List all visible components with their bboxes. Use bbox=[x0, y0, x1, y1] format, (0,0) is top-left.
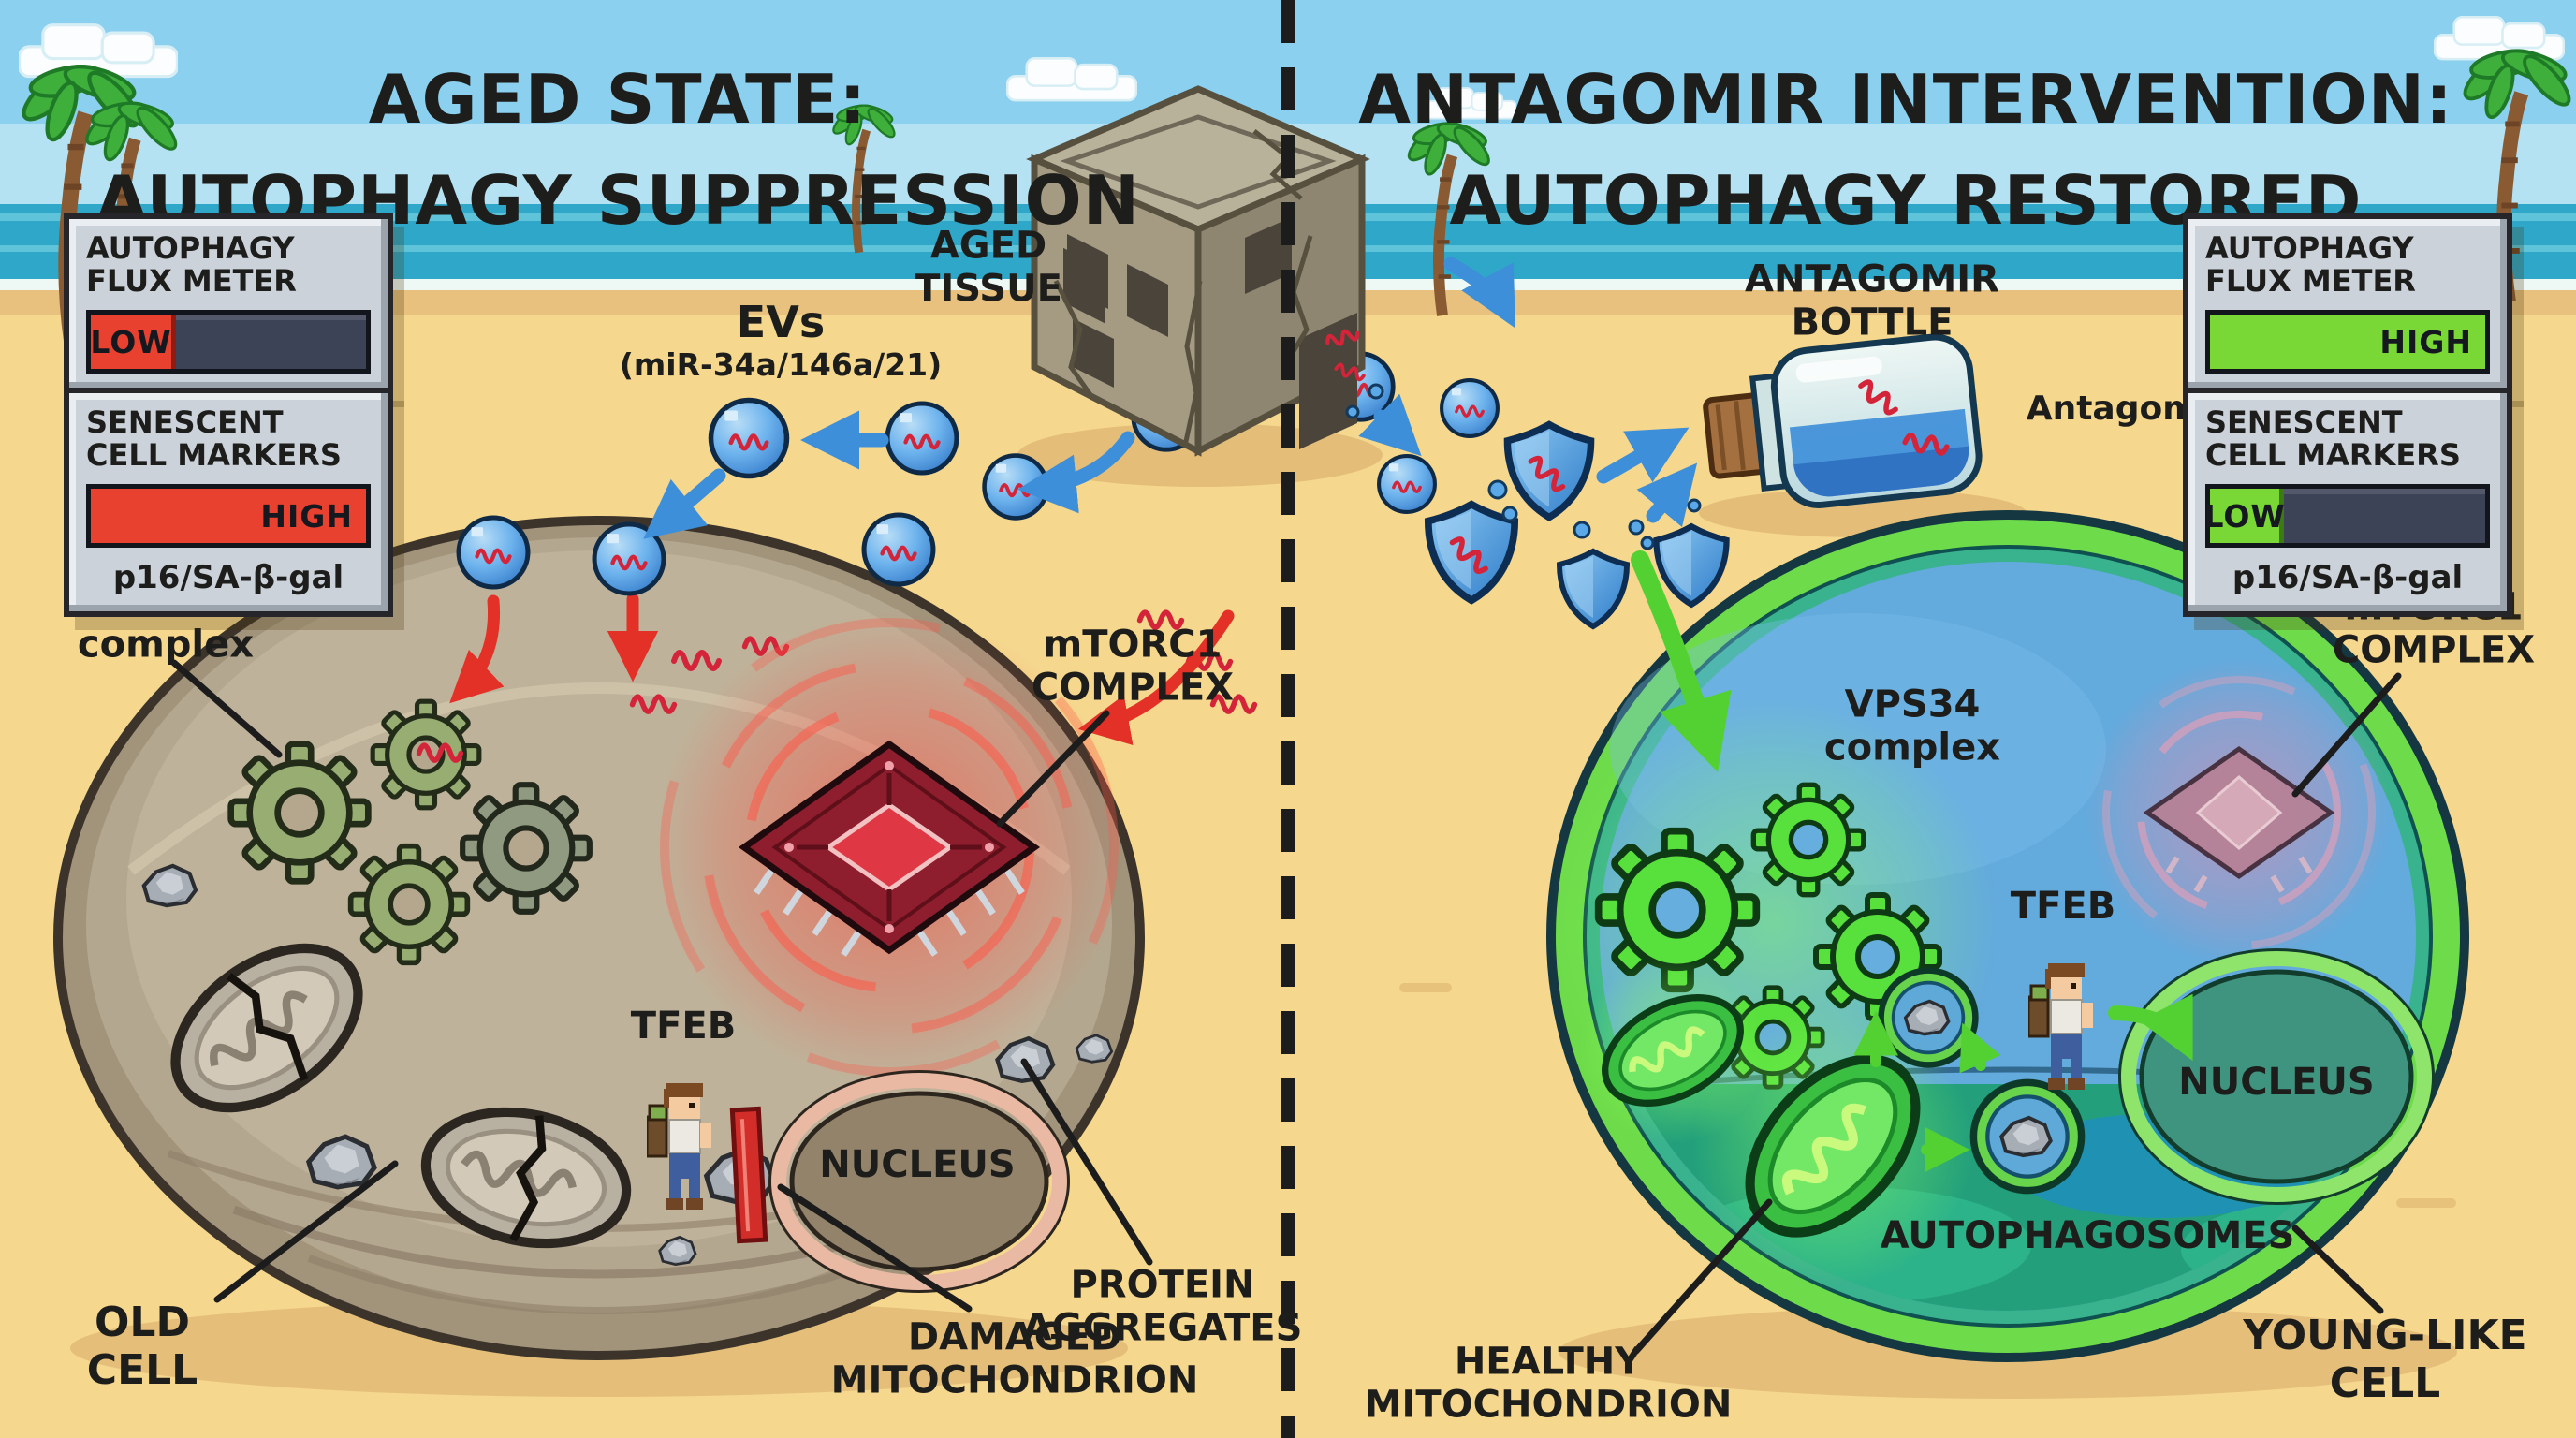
senescent-markers-meter-left: SENESCENT CELL MARKERS HIGH p16/SA-β-gal bbox=[64, 388, 393, 618]
tfeb-label-right: TFEB bbox=[2010, 884, 2116, 928]
nucleus-label-left: NUCLEUS bbox=[819, 1142, 1016, 1186]
mirna-entry-arrow-icon bbox=[449, 593, 1235, 745]
nucleus-right bbox=[2118, 948, 2435, 1205]
right-title: ANTAGOMIR INTERVENTION:AUTOPHAGY RESTORE… bbox=[1358, 60, 2453, 240]
healthy-mitochondrion-icon bbox=[1579, 957, 1973, 1286]
tfeb-label-left: TFEB bbox=[630, 1004, 737, 1048]
senescence-marker-label: p16/SA-β-gal bbox=[2232, 559, 2464, 597]
antagomir-bottle-icon bbox=[1703, 333, 1983, 509]
ev-flow-arrow-icon bbox=[643, 257, 1698, 539]
nucleus-label-right: NUCLEUS bbox=[2178, 1060, 2375, 1104]
autophagosomes-label: AUTOPHAGOSOMES bbox=[1880, 1213, 2295, 1257]
autophagy-flow-arrow-icon bbox=[1853, 1010, 2001, 1172]
panel-title: AUTOPHAGY FLUX METER bbox=[2205, 230, 2416, 299]
panel-title: SENESCENT CELL MARKERS bbox=[86, 404, 342, 473]
senescent-markers-meter-right: SENESCENT CELL MARKERS LOW p16/SA-β-gal bbox=[2183, 388, 2512, 618]
evs-label: EVs (miR-34a/146a/21) bbox=[619, 297, 943, 384]
mtorc1-chip-inactive-icon bbox=[2085, 658, 2393, 967]
meter-fill: LOW bbox=[2204, 489, 2285, 544]
nucleus-left bbox=[768, 1070, 1070, 1293]
restored-pathway-arrow-icon bbox=[1631, 550, 2193, 1062]
meter-track: HIGH bbox=[2205, 310, 2490, 374]
pointer-line bbox=[170, 659, 2402, 1355]
meter-fill: HIGH bbox=[2210, 315, 2485, 370]
senescence-marker-label: p16/SA-β-gal bbox=[112, 559, 344, 597]
mtorc1-chip-icon bbox=[655, 613, 1123, 1081]
meter-fill: LOW bbox=[90, 315, 177, 370]
autophagy-flux-meter-right: AUTOPHAGY FLUX METER HIGH bbox=[2183, 213, 2512, 395]
mirna-fragment-icon bbox=[1325, 328, 1702, 550]
meter-track: LOW bbox=[2204, 484, 2490, 549]
tfeb-barrier-icon bbox=[729, 1106, 768, 1244]
meter-track: HIGH bbox=[86, 484, 371, 549]
meter-track: LOW bbox=[86, 310, 371, 374]
aged-tissue-building-icon bbox=[1026, 85, 1370, 457]
panel-title: AUTOPHAGY FLUX METER bbox=[86, 230, 297, 299]
autophagy-flux-meter-left: AUTOPHAGY FLUX METER LOW bbox=[64, 213, 393, 395]
meter-fill: HIGH bbox=[91, 489, 366, 544]
panel-title: SENESCENT CELL MARKERS bbox=[2205, 404, 2461, 473]
left-title: AGED STATE:AUTOPHAGY SUPPRESSION bbox=[95, 60, 1140, 240]
